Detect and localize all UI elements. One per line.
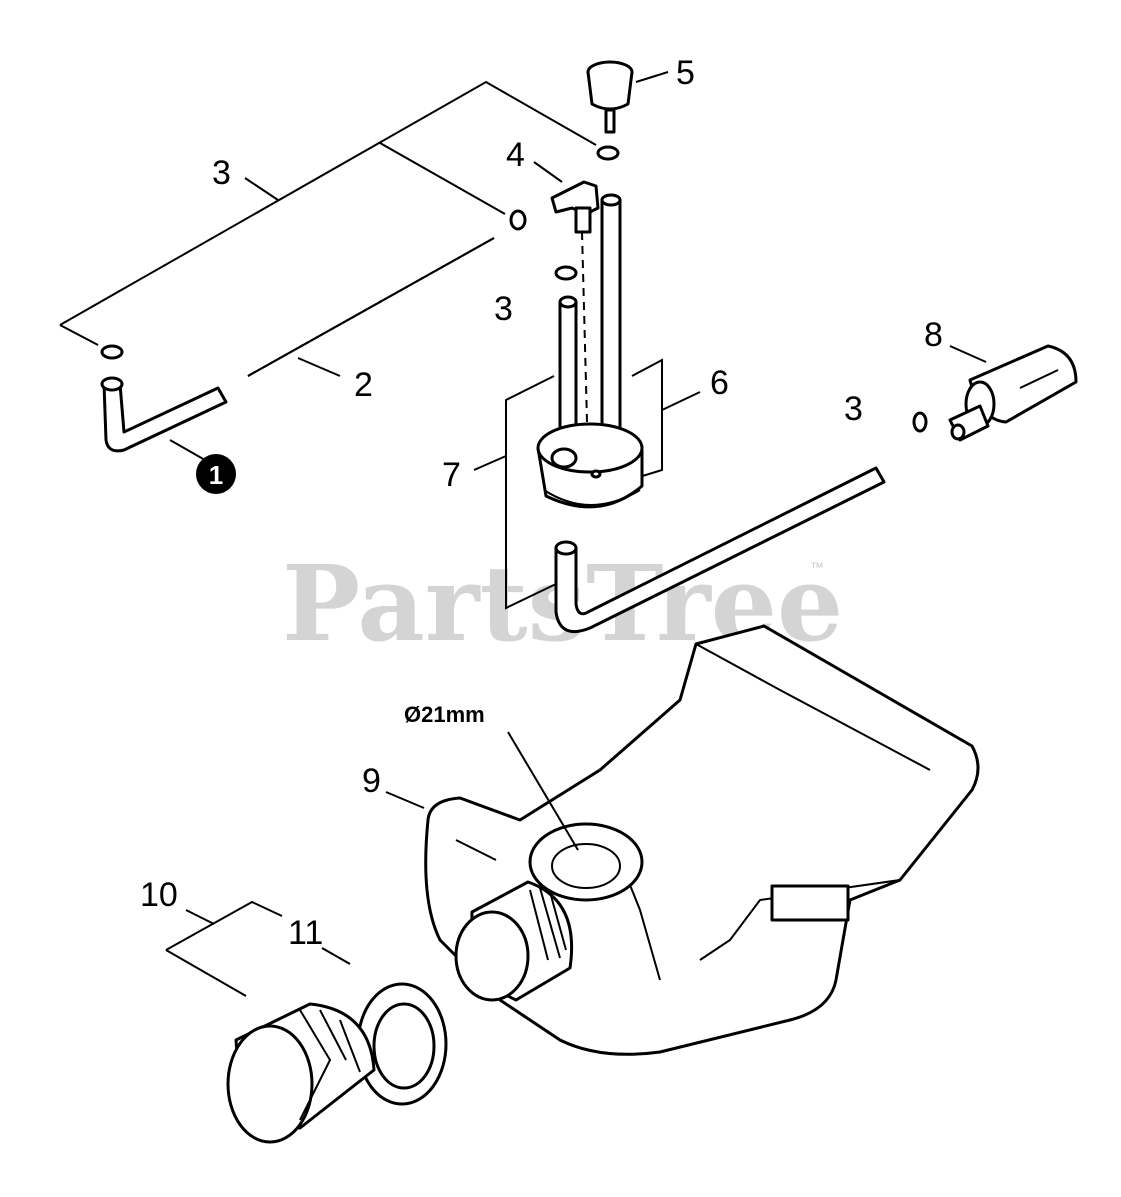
- callout-2: 2: [354, 366, 373, 404]
- callout-5: 5: [676, 54, 695, 92]
- o-ring-3-a[interactable]: [596, 145, 620, 161]
- bracket-10-11: [165, 900, 351, 997]
- o-ring-3-c[interactable]: [100, 344, 124, 360]
- callout-9: 9: [362, 762, 381, 800]
- callout-3-mid: 3: [494, 290, 513, 328]
- o-ring-3-e[interactable]: [912, 411, 928, 433]
- part-11-cap-gasket[interactable]: [356, 982, 448, 1106]
- callout-11: 11: [288, 914, 323, 952]
- callout-4: 4: [506, 136, 525, 174]
- callout-7: 7: [442, 456, 461, 494]
- fuel-tank-grommet[interactable]: [536, 422, 644, 509]
- part-9-fuel-tank[interactable]: [385, 624, 980, 1056]
- watermark-trademark: ™: [810, 559, 824, 575]
- part-2-spring[interactable]: [247, 237, 495, 377]
- part-4-elbow-fitting[interactable]: [533, 161, 600, 234]
- part-8-fuel-filter[interactable]: [948, 344, 1078, 442]
- part-10-fuel-cap[interactable]: [226, 1002, 376, 1144]
- callout-1-badge: 1: [196, 454, 236, 494]
- fuel-line-long[interactable]: [554, 466, 886, 633]
- o-ring-3-b[interactable]: [509, 209, 527, 231]
- part-5-primer-bulb[interactable]: [586, 60, 669, 134]
- callout-3-right: 3: [844, 390, 863, 428]
- part-1-fuel-hose[interactable]: [100, 376, 228, 461]
- callout-1: 1: [209, 460, 223, 490]
- dimension-label: Ø21mm: [404, 702, 485, 727]
- callout-6: 6: [710, 364, 729, 402]
- part-6-fuel-tube[interactable]: [581, 193, 622, 461]
- callout-10: 10: [140, 876, 178, 914]
- o-ring-3-d[interactable]: [554, 265, 578, 281]
- callout-3-top: 3: [212, 154, 231, 192]
- callout-8: 8: [924, 316, 943, 354]
- bracket-3-top: [59, 80, 597, 346]
- bracket-6-7: [473, 358, 701, 610]
- part-7-return-tube[interactable]: [558, 295, 578, 444]
